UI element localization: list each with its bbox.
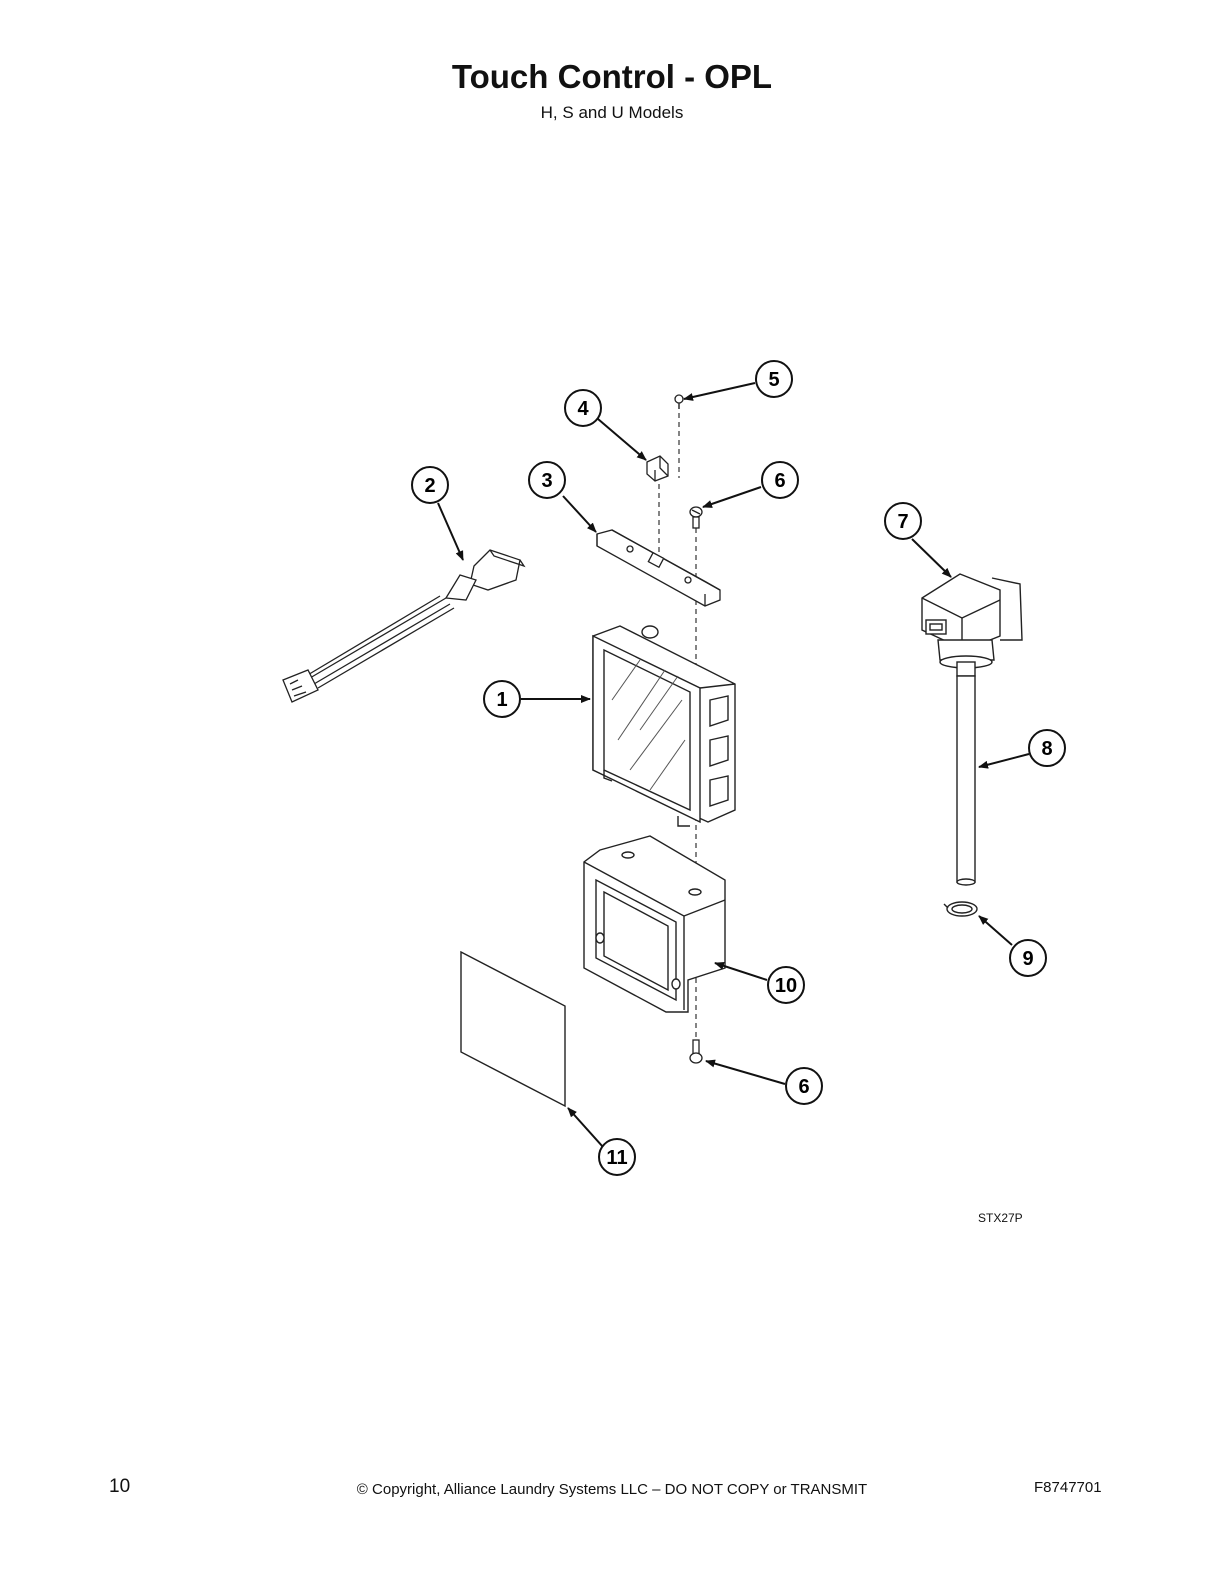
- figure-id: STX27P: [978, 1211, 1023, 1225]
- page-title: Touch Control - OPL: [451, 58, 773, 95]
- document-number: F8747701: [1034, 1479, 1102, 1496]
- svg-text:7: 7: [897, 511, 908, 533]
- page-subtitle: H, S and U Models: [540, 103, 684, 122]
- svg-text:1: 1: [496, 689, 507, 711]
- assembly-lines: [658, 404, 697, 1045]
- part-7-pressure-switch: [921, 573, 1023, 677]
- callout-3: 3: [528, 461, 566, 499]
- part-9-hose-clamp: [943, 901, 978, 917]
- part-3-bracket: [596, 529, 721, 607]
- part-10-mounting-frame: [583, 835, 726, 1013]
- callout-8: 8: [1028, 729, 1066, 767]
- svg-text:3: 3: [541, 470, 552, 492]
- part-11-overlay-panel: [460, 950, 566, 1108]
- leader-arrows: [437, 382, 1030, 1148]
- part-2-wire-harness: [282, 549, 526, 703]
- svg-text:2: 2: [424, 475, 435, 497]
- callout-11: 11: [598, 1138, 636, 1176]
- part-5-small-screw: [674, 394, 684, 409]
- svg-text:5: 5: [768, 369, 779, 391]
- callout-6-top: 6: [761, 461, 799, 499]
- svg-text:11: 11: [606, 1147, 627, 1169]
- part-6-bottom-screw: [689, 1039, 703, 1064]
- svg-text:8: 8: [1041, 738, 1052, 760]
- copyright-notice: © Copyright, Alliance Laundry Systems LL…: [356, 1481, 868, 1498]
- callout-1: 1: [483, 680, 521, 718]
- svg-text:6: 6: [798, 1076, 809, 1098]
- part-8-hose: [956, 675, 976, 886]
- callout-4: 4: [564, 389, 602, 427]
- page-number: 10: [109, 1476, 131, 1497]
- svg-text:9: 9: [1022, 948, 1033, 970]
- part-6-top-screw: [689, 506, 703, 529]
- callout-7: 7: [884, 502, 922, 540]
- callout-5: 5: [755, 360, 793, 398]
- callout-9: 9: [1009, 939, 1047, 977]
- callout-10: 10: [767, 966, 805, 1004]
- part-1-control-module: [592, 625, 736, 827]
- svg-text:10: 10: [775, 975, 797, 997]
- svg-text:6: 6: [774, 470, 785, 492]
- svg-text:4: 4: [577, 398, 589, 420]
- part-4-clip: [646, 455, 669, 482]
- callout-6-bottom: 6: [785, 1067, 823, 1105]
- callout-2: 2: [411, 466, 449, 504]
